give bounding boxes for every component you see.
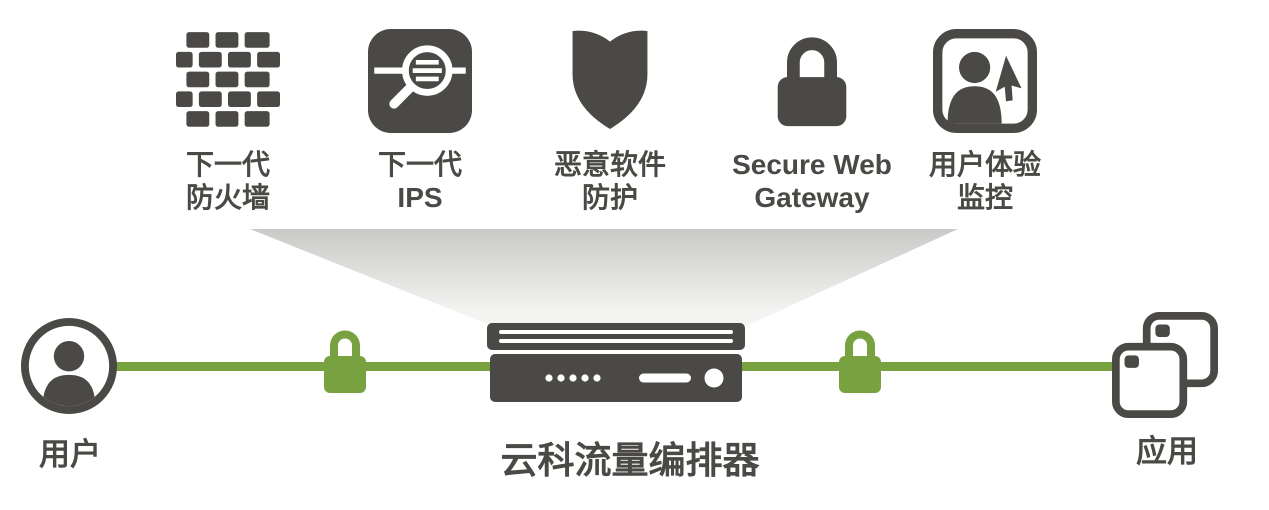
service-next-gen-firewall: 下一代 防火墙 <box>118 20 338 214</box>
service-label-next-gen-firewall: 下一代 防火墙 <box>186 148 270 214</box>
label-line: IPS <box>397 182 443 214</box>
applications-icon <box>1112 312 1218 423</box>
shield-icon <box>562 20 658 142</box>
label-line: 防火墙 <box>185 182 270 214</box>
encrypted-link-lock-left-icon <box>319 322 371 401</box>
ips-scan-icon <box>368 20 472 142</box>
orchestrator-appliance-icon <box>487 323 745 407</box>
label-line: Gateway <box>754 182 870 214</box>
label-line: 用户体验 <box>928 149 1041 180</box>
user-icon <box>20 317 118 420</box>
padlock-icon <box>763 20 861 142</box>
service-label-secure-web-gateway: Secure Web Gateway <box>732 148 892 214</box>
service-label-next-gen-ips: 下一代 IPS <box>378 148 462 214</box>
orchestrator-label: 云科流量编排器 <box>500 440 760 481</box>
applications-label: 应用 <box>1136 434 1198 469</box>
user-cursor-icon <box>933 20 1037 142</box>
encrypted-link-lock-right-icon <box>834 322 886 401</box>
label-line: 监控 <box>956 182 1013 214</box>
label-line: 防护 <box>581 182 638 214</box>
label-line: 下一代 <box>377 149 462 180</box>
service-secure-web-gateway: Secure Web Gateway <box>702 20 922 214</box>
user-label: 用户 <box>39 437 101 472</box>
label-line: 下一代 <box>185 149 270 180</box>
funnel-shape <box>250 229 958 328</box>
service-user-experience-monitoring: 用户体验 监控 <box>875 20 1095 214</box>
firewall-icon <box>176 20 280 142</box>
service-next-gen-ips: 下一代 IPS <box>310 20 530 214</box>
label-line: 恶意软件 <box>553 149 666 180</box>
service-malware-protection: 恶意软件 防护 <box>500 20 720 214</box>
service-label-user-experience-monitoring: 用户体验 监控 <box>929 148 1041 214</box>
label-line: Secure Web <box>732 149 892 180</box>
service-label-malware-protection: 恶意软件 防护 <box>554 148 666 214</box>
